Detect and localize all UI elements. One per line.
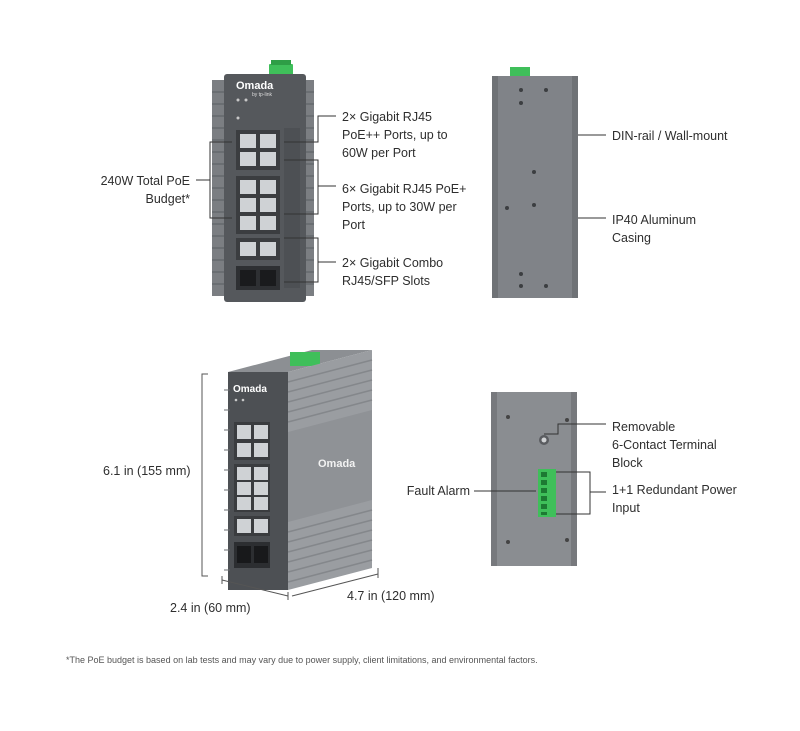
side-body bbox=[492, 76, 578, 298]
front-poepp-ports bbox=[236, 130, 280, 170]
dimension-depth: 4.7 in (120 mm) bbox=[347, 589, 435, 603]
callout-ip40: IP40 Aluminum Casing bbox=[612, 213, 697, 245]
front-brand-logo: Omada bbox=[236, 80, 274, 92]
back-leader-lines bbox=[474, 423, 606, 515]
dimension-width: 2.4 in (60 mm) bbox=[170, 601, 251, 615]
dimension-lines bbox=[201, 373, 379, 600]
iso-view-switch bbox=[224, 350, 373, 590]
callout-fault-alarm: Fault Alarm bbox=[406, 484, 470, 498]
front-leader-lines bbox=[196, 115, 336, 283]
front-brand-sub: by tp-link bbox=[252, 92, 273, 98]
callout-redundant-power: 1+1 Redundant Power Input bbox=[612, 483, 737, 515]
back-view-switch bbox=[491, 392, 577, 566]
front-view-switch bbox=[212, 60, 314, 302]
front-terminal-block bbox=[269, 64, 293, 77]
front-poep-ports bbox=[236, 176, 280, 234]
side-view-switch bbox=[492, 67, 578, 298]
callout-poepp-ports: 2× Gigabit RJ45 PoE++ Ports, up to 60W p… bbox=[342, 110, 448, 160]
back-panel bbox=[491, 392, 577, 566]
iso-terminal-block bbox=[290, 352, 320, 366]
iso-side-brand-logo: Omada bbox=[318, 458, 356, 470]
callout-combo-ports: 2× Gigabit Combo RJ45/SFP Slots bbox=[342, 256, 444, 288]
callout-terminal-block: Removable 6-Contact Terminal Block bbox=[612, 420, 717, 470]
callout-poep-ports: 6× Gigabit RJ45 PoE+ Ports, up to 30W pe… bbox=[342, 182, 467, 232]
callout-poe-budget: 240W Total PoE Budget* bbox=[100, 174, 190, 206]
callout-din-rail: DIN-rail / Wall-mount bbox=[612, 129, 728, 143]
footnote: *The PoE budget is based on lab tests an… bbox=[66, 655, 538, 665]
side-leader-lines bbox=[578, 134, 606, 219]
dimension-height: 6.1 in (155 mm) bbox=[103, 464, 191, 478]
front-combo-ports bbox=[236, 238, 280, 290]
iso-brand-logo: Omada bbox=[233, 384, 267, 395]
